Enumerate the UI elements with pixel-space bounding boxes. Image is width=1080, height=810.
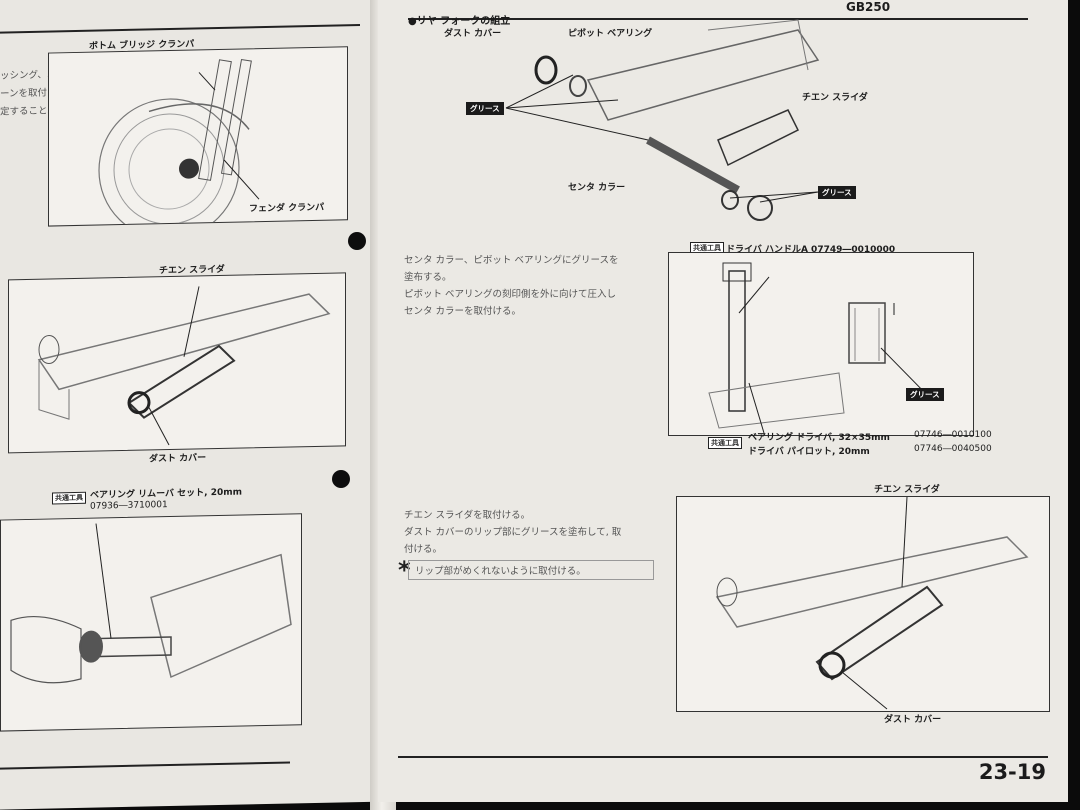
figure-chain-slider: チエン スライダ ダスト カバー [8, 265, 346, 464]
tool-tag-left: 共通工具 [52, 491, 86, 505]
label-center-collar: センタ カラー [568, 183, 626, 193]
binder-hole-bottom [332, 470, 350, 488]
tool-bearing-driver: ベアリング ドライバ, 32×35mm [748, 433, 890, 443]
label-dust-cover-bottom: ダスト カバー [884, 715, 942, 725]
label-chain-slider-left: チエン スライダ [159, 264, 225, 277]
tool-driver-pilot-no: 07746―0040500 [914, 444, 992, 454]
text1-line3: ピボット ベアリングの刻印側を外に向けて圧入し [404, 289, 617, 300]
chain-slider-installed-drawing [715, 497, 1029, 710]
front-wheel-drawing [98, 58, 260, 226]
page-number: 23-19 [978, 760, 1046, 784]
figure-bearing-driver [668, 252, 974, 436]
caution-note: リップ部がめくれないように取付ける。 [408, 560, 654, 580]
caution-asterisk: * [398, 556, 411, 584]
left-page: ッシング、オ ーンを取付け、 定すること。 ボトム ブリッジ クランパ フェンダ… [0, 0, 395, 810]
swingarm-exploded-drawing [505, 19, 820, 221]
text1-line4: センタ カラーを取付ける。 [404, 306, 522, 317]
label-pivot-bearing: ピボット ベアリング [568, 29, 653, 39]
tool-driver-pilot: ドライバ パイロット, 20mm [748, 447, 870, 457]
grease-tag-3: グリース [906, 388, 944, 401]
label-bottom-bridge-clamper: ボトム ブリッジ クランパ [89, 39, 195, 52]
top-rule-right [408, 18, 1028, 20]
tool-name-left: ベアリング リムーバ セット, 20mm [90, 487, 243, 501]
section-title: ●リヤ フォークの組立 [408, 16, 511, 27]
text1-line1: センタ カラー、ピボット ベアリングにグリースを [404, 255, 619, 266]
label-chain-slider-bottom: チエン スライダ [874, 485, 940, 495]
label-fender-clamper: フェンダ クランパ [249, 202, 325, 215]
text2-line3: 付ける。 [404, 544, 443, 555]
bottom-rule-right [398, 756, 1048, 758]
tool-tag-handle: 共通工具 [690, 242, 724, 254]
tool-handle: ドライバ ハンドルA 07749―0010000 [726, 245, 896, 255]
grease-tag-2: グリース [818, 186, 856, 199]
tool-number-left: 07936―3710001 [90, 500, 168, 512]
text1-line2: 塗布する。 [404, 272, 452, 283]
label-dust-cover: ダスト カバー [444, 29, 502, 39]
bearing-driver-drawing [708, 262, 932, 434]
binder-hole-top [348, 232, 366, 250]
top-rule-left [0, 24, 360, 34]
text2-line1: チエン スライダを取付ける。 [404, 510, 531, 521]
tool-bearing-driver-no: 07746―0010100 [914, 430, 992, 440]
figure-front-fork: ボトム ブリッジ クランパ フェンダ クランパ [48, 40, 348, 227]
figure-bearing-remover [0, 513, 302, 732]
model-header: GB250 [846, 0, 891, 14]
swingarm-drawing [37, 286, 331, 446]
figure-chain-slider-installed [676, 496, 1050, 712]
label-dust-cover-left: ダスト カバー [149, 453, 207, 465]
bearing-remover-drawing [10, 523, 292, 684]
tool-tag-driver: 共通工具 [708, 437, 742, 449]
right-page: GB250 ●リヤ フォークの組立 ダスト カバー ピボット ベアリング チエン… [378, 0, 1068, 802]
bottom-rule-left [0, 761, 290, 770]
text2-line2: ダスト カバーのリップ部にグリースを塗布して, 取 [404, 527, 622, 538]
grease-tag-1: グリース [466, 102, 504, 115]
label-chain-slider-exploded: チエン スライダ [802, 93, 868, 103]
